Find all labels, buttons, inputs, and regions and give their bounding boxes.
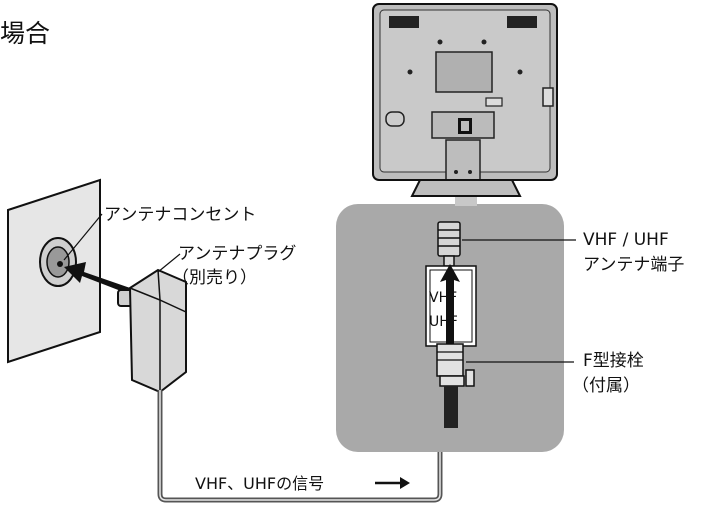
antenna-plug-adapter	[117, 268, 187, 394]
wall-outlet-plate	[7, 178, 101, 364]
leader-outlet	[63, 213, 103, 261]
label-connector-line1: F型接栓	[583, 351, 644, 371]
label-terminal-line2: アンテナ端子	[583, 255, 685, 275]
connector-direction-arrow	[440, 264, 460, 346]
antenna-terminal-screw	[437, 221, 461, 267]
signal-flow-arrow	[375, 477, 410, 489]
label-antenna-outlet: アンテナコンセント	[104, 205, 257, 225]
label-antenna-plug: アンテナプラグ	[178, 244, 297, 264]
section-title-fragment: 場合	[0, 19, 51, 48]
plug-direction-arrow	[64, 262, 136, 296]
label-cable-signal: VHF、UHFの信号	[195, 474, 325, 493]
label-antenna-plug-note: （別売り）	[172, 268, 257, 288]
label-terminal-line1: VHF / UHF	[583, 230, 669, 250]
monitor-rear-view	[372, 3, 558, 197]
vent-left	[389, 16, 419, 28]
leader-plug	[157, 253, 181, 273]
vent-right	[507, 16, 537, 28]
f-connector	[436, 343, 475, 428]
label-connector-line2: （付属）	[572, 376, 640, 396]
